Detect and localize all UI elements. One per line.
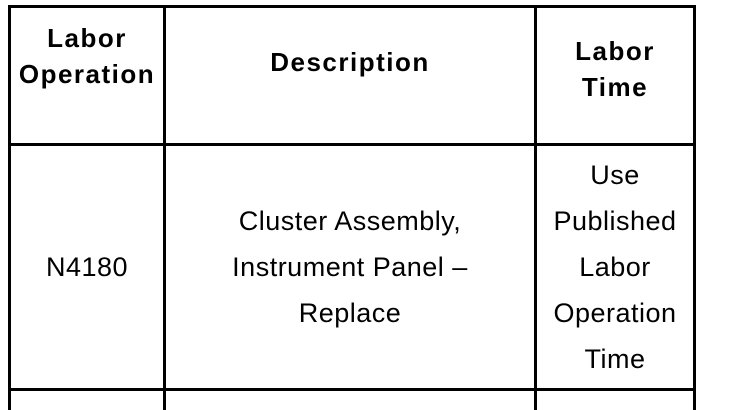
description-line-2: Instrument Panel – [232,252,468,282]
description-line-1: Cluster Assembly, [238,206,462,236]
header-cell-description: Description [163,5,537,146]
header-labor-operation-line-2: Operation [18,59,156,89]
clipped-cell [163,388,537,410]
labor-operation-code: N4180 [45,252,129,282]
labor-time-line-5: Time [584,344,646,374]
table-row: N4180 Cluster Assembly, Instrument Panel… [8,143,696,391]
header-labor-operation-line-1: Labor [47,23,127,53]
cell-labor-time: Use Published Labor Operation Time [534,143,696,391]
table-row-clipped [8,388,696,410]
header-labor-time-line-1: Labor [575,36,655,66]
header-description-line: Description [270,47,430,77]
cell-description: Cluster Assembly, Instrument Panel – Rep… [163,143,537,391]
clipped-cell [534,388,696,410]
labor-time-line-4: Operation [553,298,677,328]
header-cell-labor-time: Labor Time [534,5,696,146]
labor-time-line-2: Published [553,206,677,236]
header-labor-time-line-2: Time [581,72,649,102]
description-line-3: Replace [298,298,402,328]
labor-operations-table: Labor Operation Description Labor Time N… [8,5,696,410]
labor-time-line-1: Use [590,160,640,190]
clipped-cell [8,388,166,410]
labor-time-line-3: Labor [579,252,651,282]
header-cell-labor-operation: Labor Operation [8,5,166,146]
cell-labor-operation: N4180 [8,143,166,391]
table-header-row: Labor Operation Description Labor Time [8,5,696,146]
